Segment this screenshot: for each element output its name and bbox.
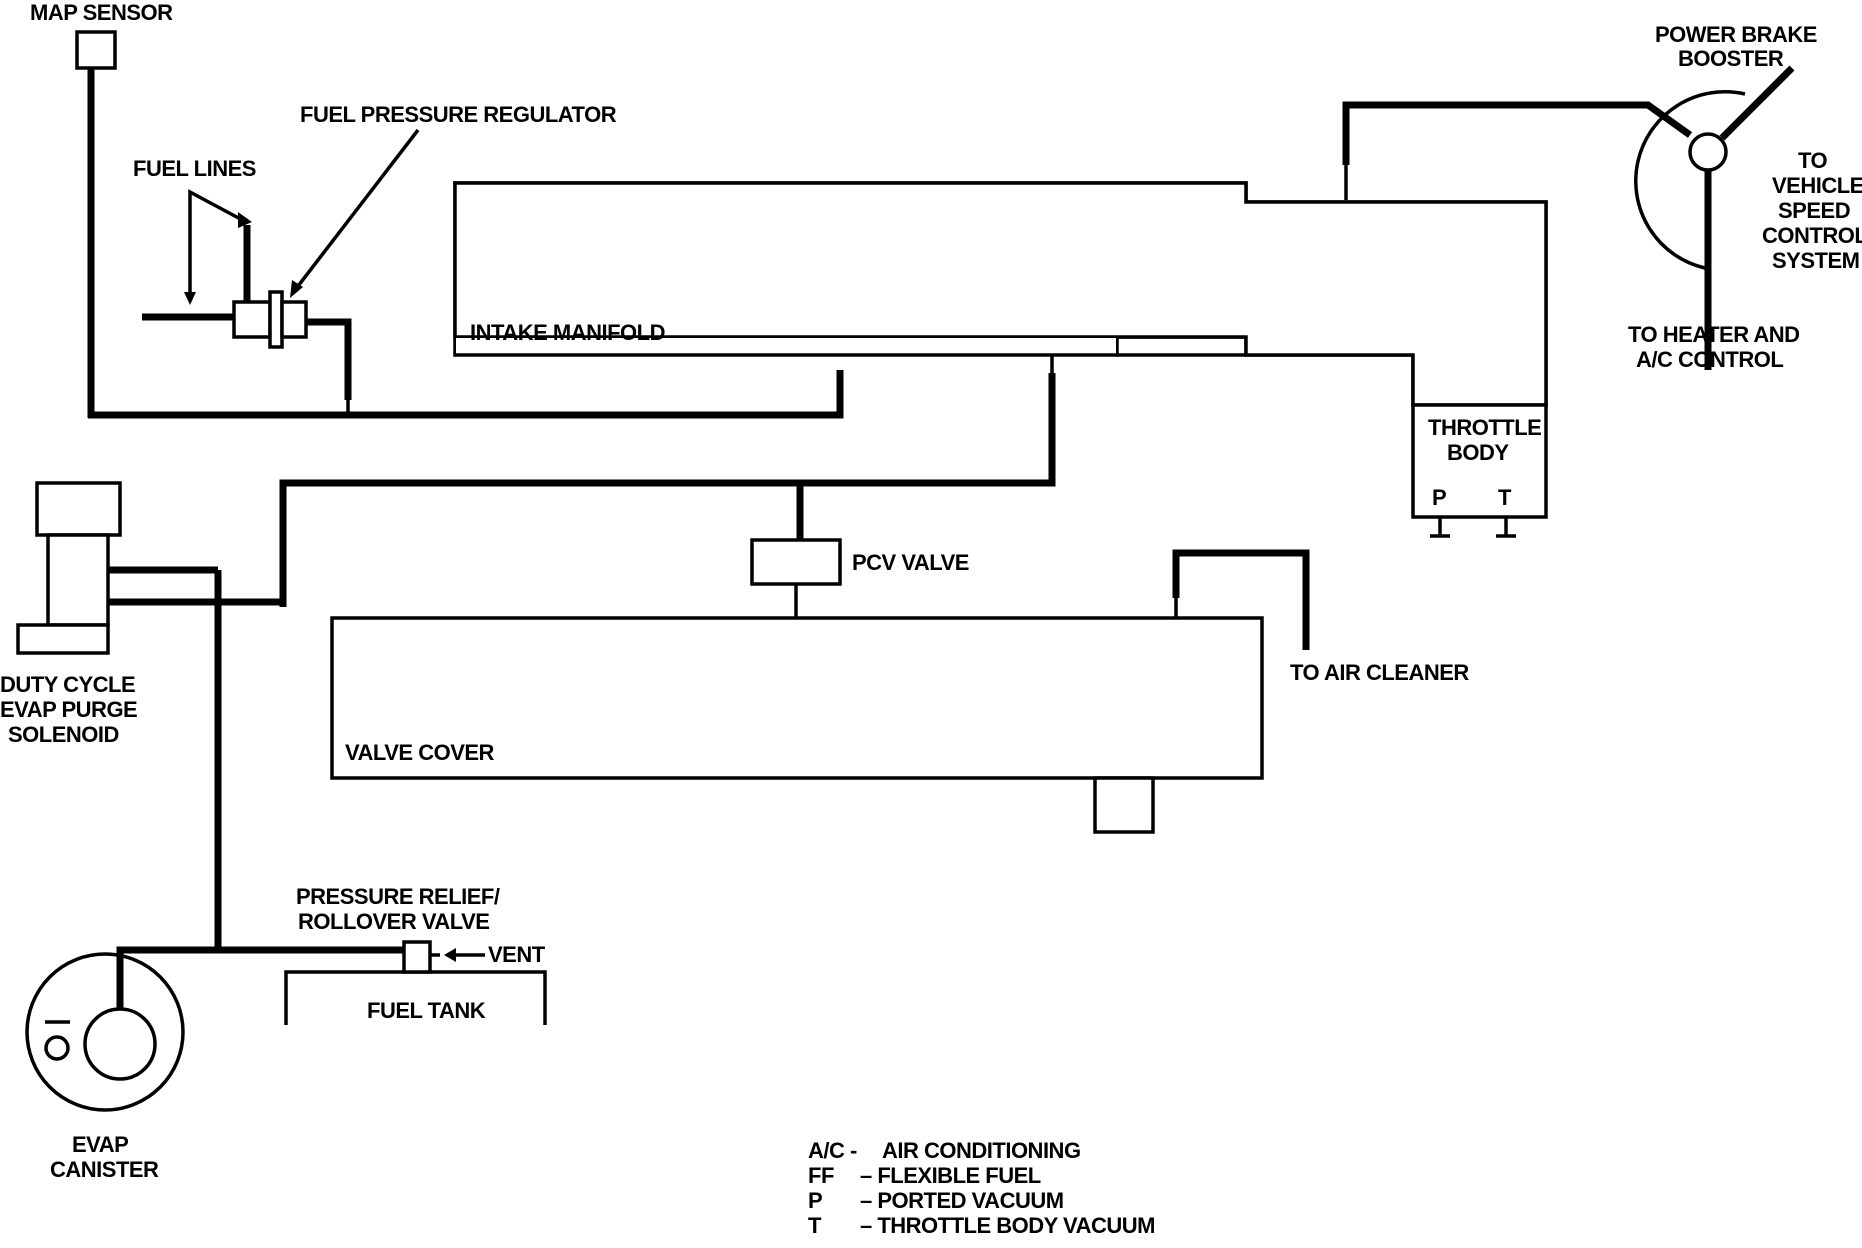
legend-abbr-1: A/C - — [808, 1138, 857, 1163]
legend-abbr-3: P — [808, 1188, 822, 1213]
port-t-label: T — [1498, 485, 1512, 510]
throttle-body — [1411, 403, 1548, 538]
fuel-pressure-regulator-label: FUEL PRESSURE REGULATOR — [300, 102, 617, 127]
throttle-body-label-1: THROTTLE — [1428, 415, 1541, 440]
legend-desc-2: – FLEXIBLE FUEL — [860, 1163, 1041, 1188]
pressure-relief-label-1: PRESSURE RELIEF/ — [296, 884, 500, 909]
speed-control-label-5: SYSTEM — [1772, 248, 1859, 273]
air-cleaner-label: TO AIR CLEANER — [1290, 660, 1469, 685]
legend-desc-4: – THROTTLE BODY VACUUM — [860, 1213, 1155, 1238]
fuel-tank-label: FUEL TANK — [367, 998, 486, 1023]
purge-solenoid-label-2: EVAP PURGE — [0, 697, 137, 722]
port-p-label: P — [1432, 485, 1446, 510]
speed-control-label-1: TO — [1798, 148, 1828, 173]
map-sensor-label: MAP SENSOR — [30, 0, 173, 25]
evap-canister — [25, 950, 185, 1112]
fuel-pressure-regulator — [142, 225, 352, 415]
brake-booster-hose — [1342, 101, 1693, 165]
legend-desc-3: – PORTED VACUUM — [860, 1188, 1064, 1213]
speed-control-label-2: VEHICLE — [1772, 173, 1862, 198]
pressure-relief-label-2: ROLLOVER VALVE — [298, 909, 489, 934]
heater-ac-label-1: TO HEATER AND — [1628, 322, 1800, 347]
pcv-valve — [750, 538, 842, 586]
valve-cover-label: VALVE COVER — [345, 740, 495, 765]
legend-desc-1: AIR CONDITIONING — [882, 1138, 1081, 1163]
power-brake-booster-label: POWER BRAKE — [1655, 22, 1817, 47]
legend-abbr-4: T — [808, 1213, 822, 1238]
speed-control-label-4: CONTROL — [1762, 223, 1862, 248]
manifold-pcv-hose — [279, 355, 1056, 607]
map-manifold-hose — [88, 370, 844, 419]
valve-cover — [330, 549, 1310, 834]
evap-canister-label-2: CANISTER — [50, 1157, 159, 1182]
map-sensor — [75, 30, 117, 418]
evap-canister-label-1: EVAP — [72, 1132, 128, 1157]
speed-control-label-3: SPEED — [1778, 198, 1850, 223]
legend-abbr-2: FF — [808, 1163, 834, 1188]
pcv-valve-label: PCV VALVE — [852, 550, 969, 575]
canister-tank-hose — [116, 946, 405, 955]
power-brake-booster — [1634, 65, 1795, 370]
heater-ac-label-2: A/C CONTROL — [1636, 347, 1783, 372]
intake-manifold-outline — [453, 181, 1548, 407]
legend: A/C - AIR CONDITIONING FF – FLEXIBLE FUE… — [808, 1138, 1155, 1238]
intake-manifold-label: INTAKE MANIFOLD — [470, 320, 665, 345]
fpr-leader — [293, 128, 420, 292]
power-brake-booster-label-2: BOOSTER — [1678, 46, 1784, 71]
throttle-body-label-2: BODY — [1447, 440, 1509, 465]
fuel-lines-label: FUEL LINES — [133, 156, 256, 181]
fuel-lines-leader — [188, 189, 247, 300]
vent-label: VENT — [488, 942, 546, 967]
purge-solenoid — [16, 481, 283, 948]
purge-solenoid-label-3: SOLENOID — [8, 722, 119, 747]
fuel-tank — [284, 940, 547, 1025]
purge-solenoid-label-1: DUTY CYCLE — [0, 672, 135, 697]
